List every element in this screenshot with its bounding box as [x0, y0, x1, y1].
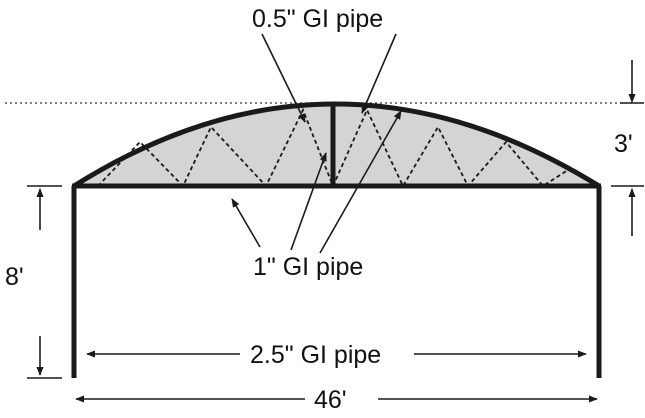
middle-pipe-label: 1" GI pipe: [253, 253, 363, 281]
height-8ft-label: 8': [5, 263, 24, 291]
top-pipe-arrow-right: [361, 33, 397, 114]
middle-pipe-arrow-left: [231, 198, 261, 248]
top-pipe-arrow-left: [261, 33, 306, 123]
top-pipe-label: 0.5" GI pipe: [252, 5, 383, 33]
bottom-pipe-label: 2.5" GI pipe: [250, 341, 381, 369]
width-46ft-label: 46': [314, 386, 347, 414]
left-web-member: [97, 107, 334, 188]
middle-pipe-arrow-center: [290, 152, 327, 251]
middle-pipe-arrow-right: [319, 110, 402, 254]
height-3ft-label: 3': [614, 130, 633, 158]
